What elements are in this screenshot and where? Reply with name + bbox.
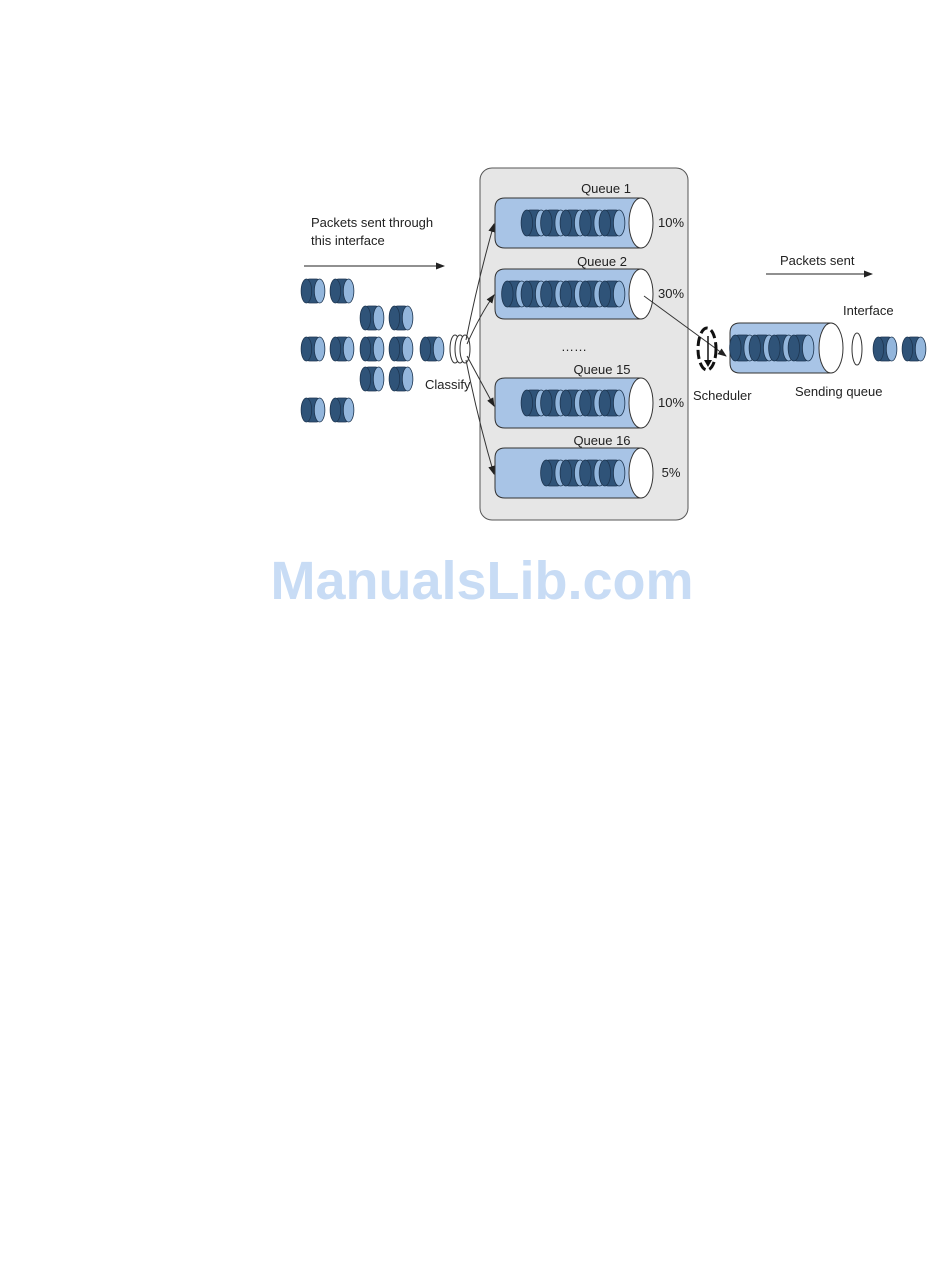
packet xyxy=(389,306,413,330)
packet xyxy=(330,398,354,422)
interface-label: Interface xyxy=(843,303,894,318)
packet xyxy=(389,337,413,361)
watermark: ManualsLib.com xyxy=(270,551,693,611)
queue-weight: 10% xyxy=(658,395,684,410)
packet xyxy=(330,279,354,303)
scheduler-label: Scheduler xyxy=(693,388,752,403)
incoming-packets xyxy=(301,279,444,422)
packet xyxy=(301,398,325,422)
incoming-label-line1: Packets sent through xyxy=(311,215,433,230)
classify-label: Classify xyxy=(425,377,471,392)
queue-ellipsis: …… xyxy=(561,339,587,354)
packet xyxy=(360,367,384,391)
packet xyxy=(599,390,625,416)
packet xyxy=(788,335,814,361)
queue-weight: 5% xyxy=(662,465,681,480)
incoming-label-line2: this interface xyxy=(311,233,385,248)
interface-icon xyxy=(852,333,862,365)
packet xyxy=(301,337,325,361)
sent-packets xyxy=(873,337,926,361)
sending-queue-opening xyxy=(819,323,843,373)
packet xyxy=(420,337,444,361)
packet xyxy=(873,337,897,361)
packet xyxy=(389,367,413,391)
sending-queue-label: Sending queue xyxy=(795,384,882,399)
queue-weight: 10% xyxy=(658,215,684,230)
queue-name: Queue 1 xyxy=(581,181,631,196)
packet xyxy=(301,279,325,303)
queue-weight: 30% xyxy=(658,286,684,301)
queue-name: Queue 16 xyxy=(573,433,630,448)
packets-sent-label: Packets sent xyxy=(780,253,855,268)
packet xyxy=(330,337,354,361)
packet xyxy=(599,460,625,486)
packet xyxy=(902,337,926,361)
packet xyxy=(599,281,625,307)
packet xyxy=(360,337,384,361)
packet xyxy=(360,306,384,330)
queue-name: Queue 2 xyxy=(577,254,627,269)
classifier-icon xyxy=(450,335,470,363)
sending-queue xyxy=(730,323,843,373)
packet xyxy=(599,210,625,236)
queue-name: Queue 15 xyxy=(573,362,630,377)
scheduler-icon xyxy=(698,328,716,370)
